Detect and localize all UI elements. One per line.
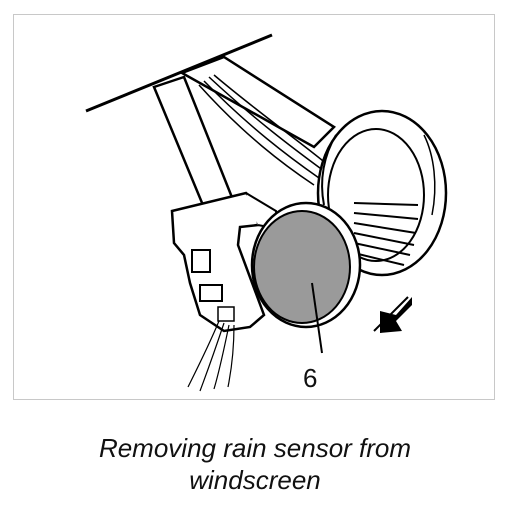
illustration-frame: 6: [13, 14, 495, 400]
figure-caption: Removing rain sensor from windscreen: [0, 432, 510, 496]
rain-sensor-disc: [253, 210, 351, 324]
callout-leader-line: [311, 282, 323, 354]
connector-wires: [187, 320, 235, 392]
rain-sensor-illustration: [85, 33, 448, 392]
caption-line-2: windscreen: [189, 465, 321, 495]
caption-line-1: Removing rain sensor from: [98, 433, 412, 463]
sensor-housing-inner: [327, 128, 425, 262]
windscreen-edge: [85, 33, 273, 113]
striped-cable: [353, 202, 419, 266]
removal-direction-arrow: [373, 296, 412, 333]
cable-bundle: [198, 74, 329, 186]
callout-number: 6: [303, 363, 318, 393]
